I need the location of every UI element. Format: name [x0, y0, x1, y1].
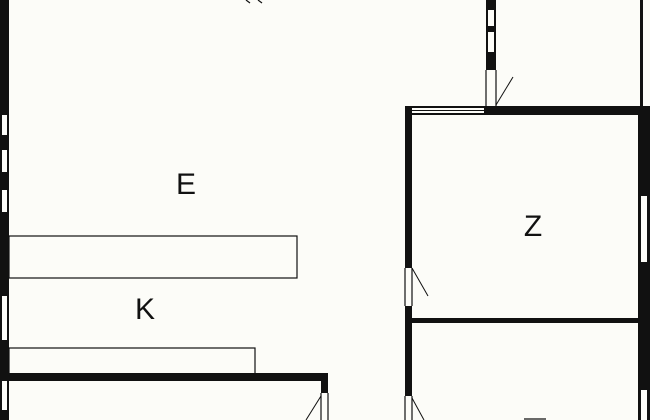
- z-left-wall-upper: [405, 106, 412, 268]
- left-wall-windows: [2, 115, 7, 410]
- right-outer-wall: [638, 106, 650, 420]
- room-label-z: Z: [524, 210, 542, 243]
- room-label-k: K: [135, 293, 155, 326]
- kitchen-bottom-wall: [0, 373, 328, 381]
- kitchen-counter-upper: [8, 235, 298, 279]
- right-wall-windows: [641, 196, 647, 420]
- z-left-wall-lower: [405, 306, 412, 396]
- upper-right-wall: [640, 0, 643, 106]
- z-bottom-wall: [405, 318, 645, 323]
- kitchen-bottom-wall-end: [321, 373, 328, 393]
- room-label-e: E: [176, 168, 196, 201]
- z-door-swing: [411, 267, 429, 297]
- upper-door-swing: [495, 76, 514, 106]
- top-stair-marks: [245, 0, 263, 4]
- z-top-wall: [405, 106, 650, 115]
- lower-door-swing: [411, 397, 425, 420]
- upper-middle-wall-windows: [488, 10, 494, 52]
- bottom-door-swing: [305, 395, 322, 420]
